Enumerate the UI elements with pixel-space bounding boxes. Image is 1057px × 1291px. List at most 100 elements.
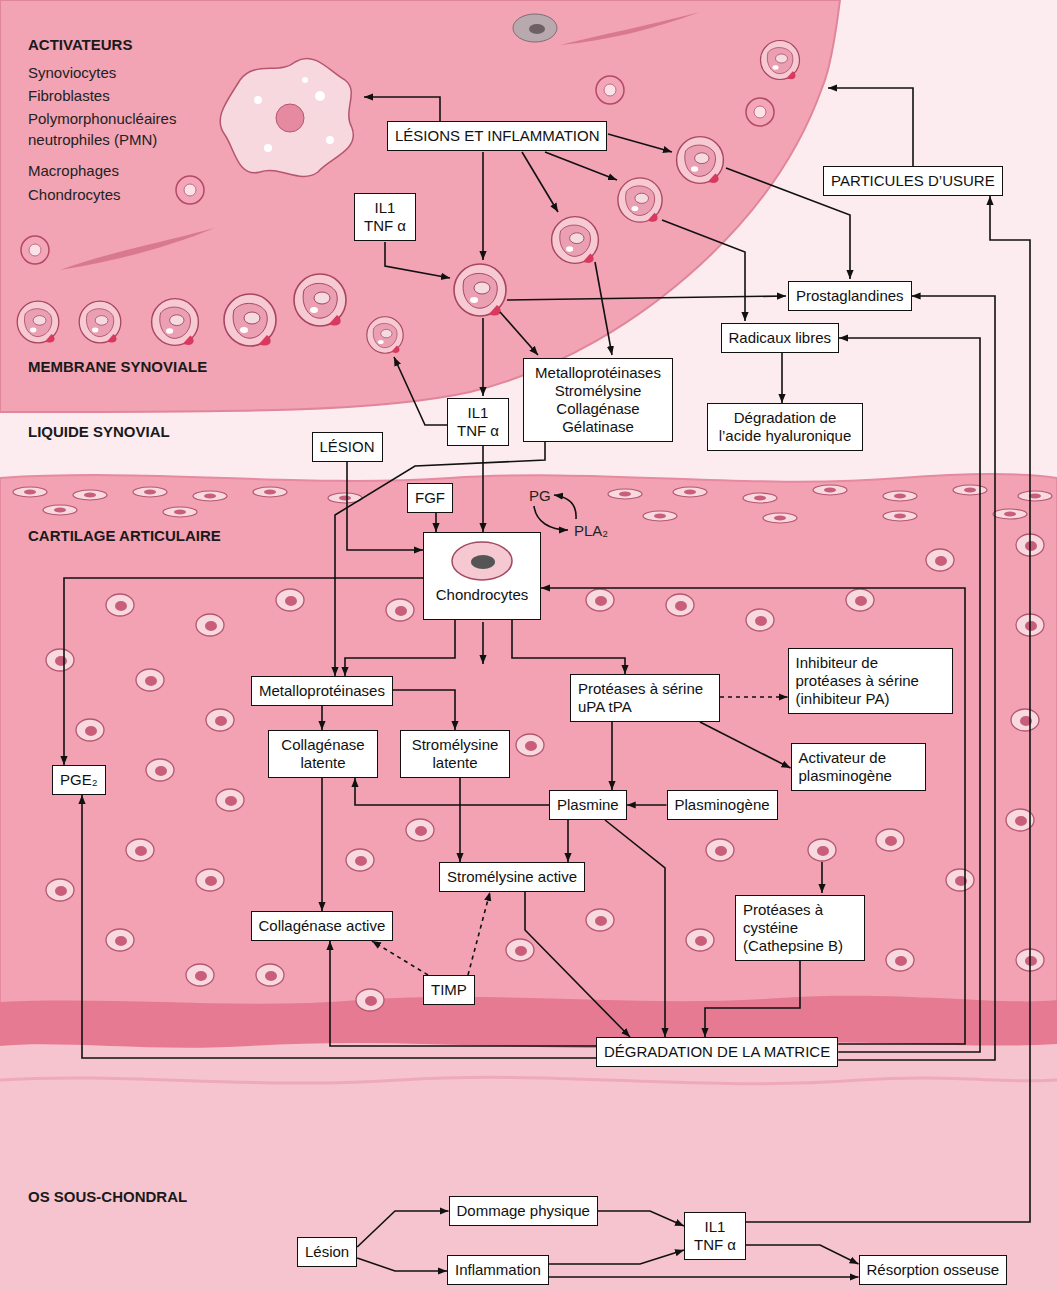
process-box: FGF — [407, 483, 453, 513]
box-text: Dommage physique — [457, 1202, 590, 1220]
process-box: Prostaglandines — [788, 281, 912, 311]
arrow-connector — [357, 1211, 448, 1247]
chondrocyte-picture — [447, 538, 517, 584]
process-box: Résorption osseuse — [859, 1255, 1008, 1285]
process-box: IL1 TNF α — [354, 193, 416, 241]
arrow-connector — [335, 442, 545, 676]
box-text: Metalloprotéinases Stromélysine Collagén… — [531, 364, 665, 436]
group-heading: ACTIVATEURS — [28, 34, 132, 55]
enzyme-label: PLA₂ — [574, 520, 608, 541]
box-text: Prostaglandines — [796, 287, 904, 305]
box-text: IL1 TNF α — [455, 404, 501, 440]
process-box: Collagénase active — [251, 911, 394, 941]
cell-type-label: Synoviocytes — [28, 62, 116, 83]
process-box: IL1 TNF α — [684, 1212, 746, 1260]
arrow-connector — [525, 892, 630, 1037]
process-box: Stromélysine active — [439, 862, 585, 892]
process-box: Dégradation de l’acide hyaluronique — [707, 403, 863, 451]
arrow-connector — [321, 778, 323, 911]
process-box: Metalloprotéinases — [251, 676, 393, 706]
arrow-connector — [82, 795, 596, 1058]
process-box: Protéases à cystéine (Cathepsine B) — [735, 895, 865, 961]
box-text: Dégradation de l’acide hyaluronique — [715, 409, 855, 445]
box-text: Collagénase latente — [276, 736, 370, 772]
process-box: LÉSION — [312, 432, 383, 462]
process-box: DÉGRADATION DE LA MATRICE — [596, 1037, 838, 1067]
box-text: LÉSIONS ET INFLAMMATION — [395, 127, 599, 145]
box-text: Plasminogène — [675, 796, 770, 814]
box-text: TIMP — [431, 981, 467, 999]
arrow-connector — [372, 941, 428, 975]
arrow-connector — [345, 620, 455, 676]
process-box: Radicaux libres — [721, 323, 840, 353]
region-label: MEMBRANE SYNOVIALE — [28, 356, 207, 377]
arrow-connector — [541, 588, 965, 1044]
arrow-connector — [605, 820, 665, 1037]
arrow-connector — [567, 820, 569, 862]
arrow-connector — [627, 804, 667, 806]
arrow-connector — [512, 620, 625, 674]
arrow-connector — [482, 446, 484, 532]
box-text: Chondrocytes — [431, 586, 533, 604]
process-box: PGE₂ — [52, 765, 106, 795]
arrow-connector — [357, 1258, 447, 1271]
process-box: Inflammation — [447, 1255, 549, 1285]
arrow-connector — [330, 941, 596, 1046]
box-text: Protéases à cystéine (Cathepsine B) — [743, 901, 857, 955]
box-text: Lésion — [305, 1243, 349, 1261]
box-text: Stromélysine latente — [408, 736, 502, 772]
region-label: OS SOUS-CHONDRAL — [28, 1186, 187, 1207]
box-text: Radicaux libres — [729, 329, 832, 347]
arrow-connector — [598, 1211, 684, 1226]
process-box: PARTICULES D’USURE — [823, 166, 1003, 196]
box-text: Metalloprotéinases — [259, 682, 385, 700]
process-box: TIMP — [423, 975, 475, 1005]
process-box: Collagénase latente — [268, 730, 378, 778]
cell-type-label: Macrophages — [28, 160, 119, 181]
process-box: Plasminogène — [667, 790, 778, 820]
arrow-connector — [746, 1245, 859, 1264]
cell-box: Chondrocytes — [423, 532, 541, 620]
process-box: Metalloprotéinases Stromélysine Collagén… — [523, 358, 673, 442]
box-text: LÉSION — [320, 438, 375, 456]
process-box: LÉSIONS ET INFLAMMATION — [387, 121, 607, 151]
box-text: FGF — [415, 489, 445, 507]
cell-type-label: Fibroblastes — [28, 85, 110, 106]
box-text: Plasmine — [557, 796, 619, 814]
arrow-connector — [700, 722, 791, 768]
box-text: DÉGRADATION DE LA MATRICE — [604, 1043, 830, 1061]
region-label: LIQUIDE SYNOVIAL — [28, 421, 170, 442]
arrow-connector — [781, 353, 783, 403]
arrow-connector — [435, 513, 437, 532]
process-box: Inhibiteur de protéases à sérine (inhibi… — [788, 648, 953, 714]
arrow-connector — [355, 778, 549, 805]
cell-type-label: Polymorphonucléaires neutrophiles (PMN) — [28, 108, 193, 150]
arrow-connector — [321, 706, 323, 730]
box-text: Protéases à sérine uPA tPA — [578, 680, 712, 716]
box-text: Collagénase active — [259, 917, 386, 935]
arrow-connector — [549, 1250, 684, 1264]
process-box: IL1 TNF α — [447, 398, 509, 446]
process-box: Dommage physique — [449, 1196, 598, 1226]
box-text: Stromélysine active — [447, 868, 577, 886]
region-label: CARTILAGE ARTICULAIRE — [28, 525, 221, 546]
arrow-connector — [549, 1276, 859, 1278]
box-text: Résorption osseuse — [867, 1261, 1000, 1279]
process-box: Plasmine — [549, 790, 627, 820]
box-text: PGE₂ — [60, 771, 98, 789]
arrow-connector — [611, 722, 613, 790]
process-box: Stromélysine latente — [400, 730, 510, 778]
process-box: Protéases à sérine uPA tPA — [570, 674, 720, 722]
cell-type-label: Chondrocytes — [28, 184, 121, 205]
box-text: Inflammation — [455, 1261, 541, 1279]
arrow-connector — [720, 696, 788, 698]
arrow-connector — [705, 961, 800, 1037]
box-text: IL1 TNF α — [692, 1218, 738, 1254]
box-text: IL1 TNF α — [362, 199, 408, 235]
arrow-connector — [459, 778, 461, 862]
arrow-connector — [393, 690, 455, 730]
box-text: Activateur de plasminogène — [799, 749, 918, 785]
enzyme-label: PG — [529, 485, 551, 506]
